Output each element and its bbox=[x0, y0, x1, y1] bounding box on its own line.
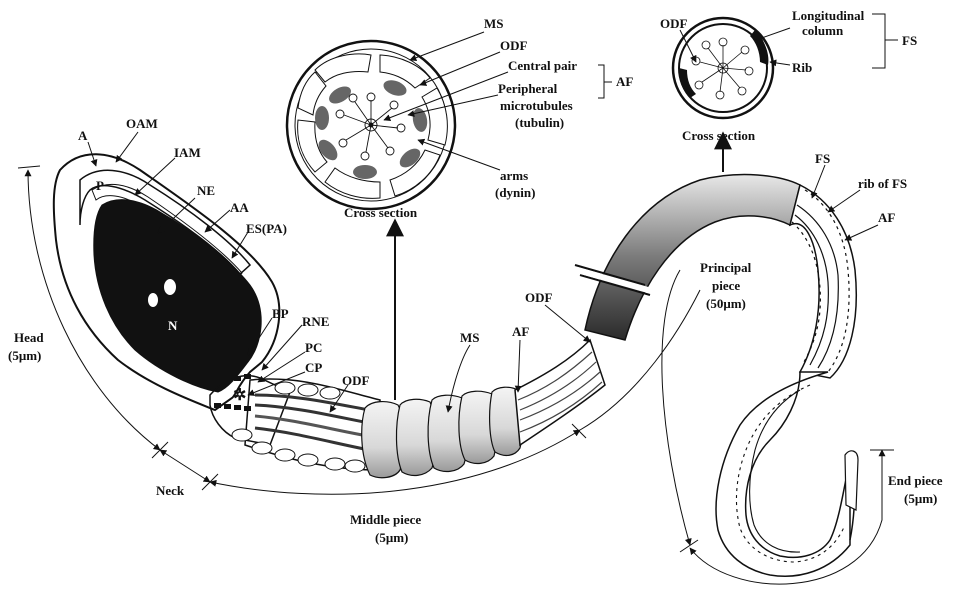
principal-tube bbox=[585, 175, 800, 340]
label-odf-top: ODF bbox=[500, 38, 528, 53]
label-odf-right: ODF bbox=[660, 16, 688, 31]
label-middle-piece: Middle piece bbox=[350, 512, 421, 527]
label-microtubules: microtubules bbox=[500, 98, 573, 113]
label-rib-of-fs: rib of FS bbox=[858, 176, 907, 191]
label-principal: Principal bbox=[700, 260, 752, 275]
label-rib-right: Rib bbox=[792, 60, 812, 75]
nucleus bbox=[94, 200, 261, 392]
label-odf-mid: ODF bbox=[342, 373, 370, 388]
label-aa: AA bbox=[230, 200, 249, 215]
label-pc: PC bbox=[305, 340, 322, 355]
end-piece-tip bbox=[845, 451, 858, 510]
principal-piece bbox=[575, 175, 858, 577]
fs-cutaway bbox=[790, 185, 856, 378]
label-rne: RNE bbox=[302, 314, 329, 329]
label-af-mid: AF bbox=[512, 324, 529, 339]
centriole-star-icon: ✲ bbox=[233, 387, 246, 404]
label-af-pp: AF bbox=[878, 210, 895, 225]
label-end-piece: End piece bbox=[888, 473, 943, 488]
label-es-pa: ES(PA) bbox=[246, 221, 287, 236]
odf-fibers bbox=[255, 395, 380, 452]
label-neck: Neck bbox=[156, 483, 185, 498]
label-a: A bbox=[78, 128, 88, 143]
label-ne: NE bbox=[197, 183, 215, 198]
label-ms-top: MS bbox=[484, 16, 504, 31]
label-cross-section-left: Cross section bbox=[344, 205, 418, 220]
label-column: column bbox=[802, 23, 844, 38]
label-end-len: (5μm) bbox=[904, 491, 937, 506]
label-af-top: AF bbox=[616, 74, 633, 89]
cross-section-right bbox=[673, 18, 773, 118]
label-peripheral: Peripheral bbox=[498, 81, 558, 96]
middle-piece bbox=[232, 340, 605, 478]
neck-dimension bbox=[160, 450, 210, 482]
label-arms: arms bbox=[500, 168, 528, 183]
mitochondrial-sheath bbox=[362, 387, 524, 478]
label-dynin: (dynin) bbox=[495, 185, 535, 200]
label-bp: BP bbox=[272, 306, 289, 321]
label-oam: OAM bbox=[126, 116, 158, 131]
label-tubulin: (tubulin) bbox=[515, 115, 564, 130]
label-head: Head bbox=[14, 330, 44, 345]
label-fs-right: FS bbox=[902, 33, 917, 48]
label-ms-mid: MS bbox=[460, 330, 480, 345]
label-middle-len: (5μm) bbox=[375, 530, 408, 545]
label-fs-pp: FS bbox=[815, 151, 830, 166]
nucleus-vacuole-1 bbox=[164, 279, 176, 295]
mitochondria-left bbox=[232, 382, 365, 472]
label-cp: CP bbox=[305, 360, 322, 375]
label-piece: piece bbox=[712, 278, 740, 293]
label-longitudinal: Longitudinal bbox=[792, 8, 865, 23]
nucleus-vacuole-2 bbox=[148, 293, 158, 307]
label-head-len: (5μm) bbox=[8, 348, 41, 363]
cross-section-left bbox=[287, 41, 455, 209]
label-p: P bbox=[96, 178, 104, 193]
label-cross-section-right: Cross section bbox=[682, 128, 756, 143]
label-odf-pp: ODF bbox=[525, 290, 553, 305]
label-iam: IAM bbox=[174, 145, 201, 160]
label-central-pair: Central pair bbox=[508, 58, 577, 73]
label-n: N bbox=[168, 318, 178, 333]
label-principal-len: (50μm) bbox=[706, 296, 746, 311]
